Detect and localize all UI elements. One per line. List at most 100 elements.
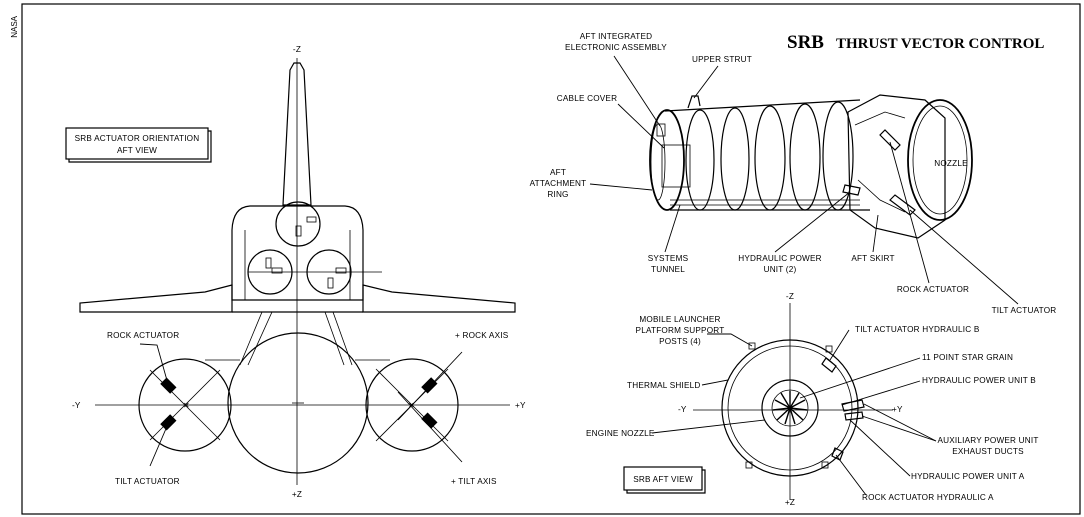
aft-neg-z-label: -Z — [786, 292, 794, 301]
orbiter-rock-actuator-label: ROCK ACTUATOR — [107, 331, 179, 340]
engine-left-actuator-h — [271, 267, 283, 274]
segment-rib-1 — [685, 109, 715, 211]
apu-label-line1: AUXILIARY POWER UNIT — [937, 436, 1038, 445]
hpu-label-line1: HYDRAULIC POWER — [738, 254, 822, 263]
orbiter-neg-z-label: -Z — [293, 45, 301, 54]
rock-actuator-body — [879, 129, 901, 151]
engine-nozzle-circle — [761, 379, 819, 437]
star-grain-label: 11 POINT STAR GRAIN — [922, 353, 1013, 362]
nozzle-label: NOZZLE — [934, 159, 968, 168]
engine-nozzle-label: ENGINE NOZZLE — [586, 429, 655, 438]
orbiter-aft-view: ✕ ✕ SRB ACTUATOR ORIENTATION AFT VIEW -Z… — [65, 45, 526, 499]
mlp-post-4 — [821, 461, 829, 469]
strut-right-b — [324, 311, 345, 366]
aft-fuselage — [231, 205, 364, 301]
svg-text:✕: ✕ — [183, 401, 190, 410]
tilt-axis-line — [397, 391, 463, 463]
srb-aft-view-box — [623, 466, 703, 491]
left-wing — [79, 284, 233, 313]
aft-attach-label-line1: AFT — [550, 168, 566, 177]
engine-upper-actuator-v — [295, 225, 302, 237]
hpu-a-unit — [831, 447, 844, 461]
segment-rib-2 — [720, 107, 750, 211]
apu-label-line2: EXHAUST DUCTS — [952, 447, 1024, 456]
aft-pos-z-label: +Z — [785, 498, 795, 507]
page-title: SRB THRUST VECTOR CONTROL — [787, 32, 1044, 53]
right-wing — [362, 284, 516, 313]
side-rock-actuator-label: ROCK ACTUATOR — [897, 285, 969, 294]
body-top-edge — [664, 99, 861, 112]
star-grain-points — [772, 391, 808, 425]
engine-upper-actuator-h — [306, 216, 317, 223]
mlp-post-1 — [748, 342, 756, 350]
systems-tunnel-label-line1: SYSTEMS — [648, 254, 689, 263]
segment-rib-3 — [754, 105, 786, 211]
rock-axis-line — [397, 351, 463, 421]
strut-left-a — [239, 311, 263, 366]
aft-neg-y-label: -Y — [678, 405, 687, 414]
left-tilt-actuator-block — [160, 414, 177, 431]
vertical-tail — [282, 62, 312, 206]
upper-strut-label: UPPER STRUT — [692, 55, 752, 64]
mlp-label-line1: MOBILE LAUNCHER — [639, 315, 720, 324]
aft-attach-label-line3: RING — [547, 190, 568, 199]
aiea-label-line2: ELECTRONIC ASSEMBLY — [565, 43, 667, 52]
segment-rib-4 — [789, 103, 821, 211]
orbiter-pos-z-label: +Z — [292, 490, 302, 499]
rock-axis-label: + ROCK AXIS — [455, 331, 509, 340]
hpu-body — [842, 184, 861, 196]
tilt-hyd-b-label: TILT ACTUATOR HYDRAULIC B — [855, 325, 980, 334]
engine-right-actuator-h — [335, 267, 347, 274]
rock-actuator-leader — [139, 343, 169, 385]
segment-rib-5 — [822, 101, 854, 211]
tilt-axis-label: + TILT AXIS — [451, 477, 497, 486]
mlp-post-3 — [745, 461, 753, 469]
aft-attachment-ring — [649, 109, 685, 211]
left-rock-actuator-block — [160, 377, 177, 394]
orientation-box-line1: SRB ACTUATOR ORIENTATION — [75, 134, 200, 143]
side-credit: NASA — [10, 15, 19, 37]
aft-attach-label-line2: ATTACHMENT — [530, 179, 587, 188]
srb-aft-view-box-label: SRB AFT VIEW — [633, 475, 693, 484]
nozzle-exit — [907, 99, 973, 221]
thermal-shield-circle — [727, 345, 853, 471]
tilt-actuator-body — [889, 194, 916, 216]
hpu-b-label: HYDRAULIC POWER UNIT B — [922, 376, 1036, 385]
mlp-label-line2: PLATFORM SUPPORT — [636, 326, 725, 335]
mlp-post-2 — [825, 345, 833, 353]
srb-right — [365, 358, 459, 452]
thermal-shield-label: THERMAL SHIELD — [627, 381, 700, 390]
orbiter-tilt-actuator-label: TILT ACTUATOR — [115, 477, 180, 486]
srb-aft-view: -Z +Z -Y +Y MOBILE LAUNCHER PLATFORM SUP… — [586, 292, 1038, 507]
orientation-box — [65, 127, 209, 160]
mlp-label-line3: POSTS (4) — [659, 337, 701, 346]
hpu-a-label: HYDRAULIC POWER UNIT A — [911, 472, 1025, 481]
title-main: SRB — [787, 32, 824, 53]
systems-tunnel — [670, 199, 860, 206]
aiea-box — [656, 123, 666, 137]
title-rest: THRUST VECTOR CONTROL — [836, 36, 1044, 52]
tilt-actuator-leader — [149, 423, 169, 467]
rock-hyd-a-label: ROCK ACTUATOR HYDRAULIC A — [862, 493, 994, 502]
external-tank — [227, 332, 369, 474]
orbiter-pos-y-label: +Y — [515, 401, 526, 410]
cable-cover-label: CABLE COVER — [557, 94, 617, 103]
star-grain-circle — [771, 389, 809, 427]
orientation-box-line2: AFT VIEW — [117, 146, 157, 155]
engine-left-actuator-v — [265, 257, 272, 269]
orbiter-neg-y-label: -Y — [72, 401, 81, 410]
aiea-label-line1: AFT INTEGRATED — [580, 32, 653, 41]
right-rock-actuator-block — [421, 377, 438, 394]
srb-side-view: AFT INTEGRATED ELECTRONIC ASSEMBLY UPPER… — [530, 32, 1057, 315]
strut-left-b — [247, 311, 273, 366]
strut-right-a — [332, 311, 353, 366]
hpu-label-line2: UNIT (2) — [764, 265, 797, 274]
apu-exhaust-duct-2 — [844, 411, 864, 421]
aft-pos-y-label: +Y — [892, 405, 903, 414]
srb-left — [138, 358, 232, 452]
right-tilt-actuator-block — [421, 412, 438, 429]
engine-right-actuator-v — [327, 277, 334, 289]
systems-tunnel-label-line2: TUNNEL — [651, 265, 685, 274]
